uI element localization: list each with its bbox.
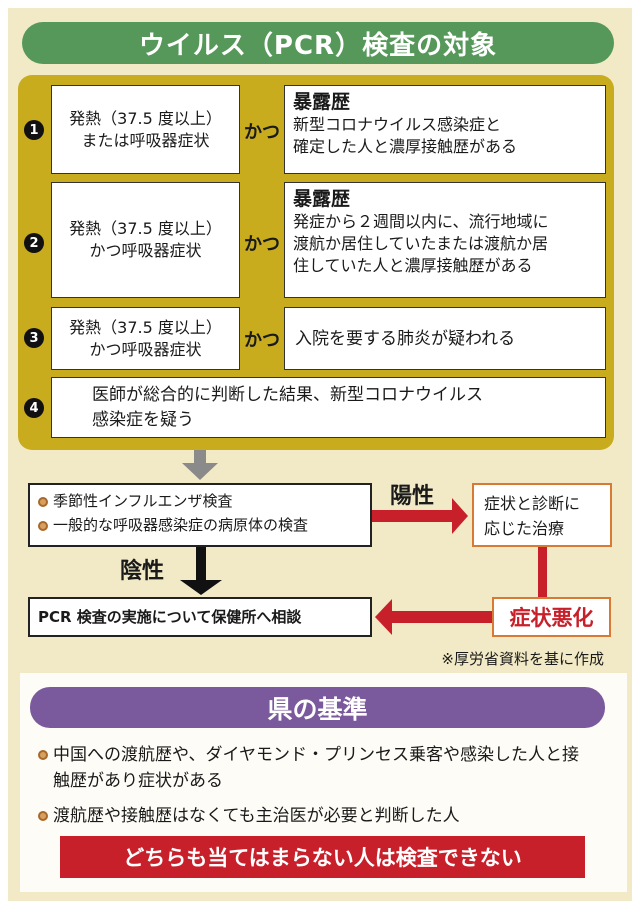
exposure-heading: 暴露歴 [293,91,351,113]
connector-and: かつ [244,122,280,143]
bullet-icon [38,750,48,760]
text-line: 応じた治療 [484,519,565,538]
text-line: 発熱（37.5 度以上） [69,317,222,337]
text-line: 入院を要する肺炎が疑われる [295,328,516,349]
main-title: ウイルス（PCR）検査の対象 [22,22,614,64]
prefecture-item: 渡航歴や接触歴はなくても主治医が必要と判断した人 [38,803,618,829]
text-line: 発症から２週間以内に、流行地域に [293,212,549,231]
text-line: 一般的な呼吸器感染症の病原体の検査 [53,516,309,534]
text-line: 症状と診断に [484,494,581,513]
connector-and: かつ [244,234,280,255]
criterion-3-symptoms: 発熱（37.5 度以上） かつ呼吸器症状 [51,307,240,370]
bullet-icon [38,811,48,821]
negative-label: 陰性 [120,559,165,584]
text-line: 季節性インフルエンザ検査 [53,492,233,510]
bullet-icon [38,521,48,531]
text-line: かつ呼吸器症状 [89,241,202,260]
text-line: 渡航歴や接触歴はなくても主治医が必要と判断した人 [53,806,460,826]
warning-banner: どちらも当てはまらない人は検査できない [60,836,585,878]
exposure-heading: 暴露歴 [293,188,351,210]
test-item: 一般的な呼吸器感染症の病原体の検査 [38,513,362,537]
text-line: かつ呼吸器症状 [89,339,202,359]
source-note: ※厚労省資料を基に作成 [441,650,604,668]
criterion-2-exposure: 暴露歴 発症から２週間以内に、流行地域に 渡航か居住していたまたは渡航か居 住し… [284,182,606,298]
text-line: または呼吸器症状 [81,130,210,150]
number-badge-4: 4 [24,398,44,418]
text-line: 渡航か居住していたまたは渡航か居 [293,234,549,253]
symptoms-worsen-box: 症状悪化 [492,597,611,637]
number-badge-2: 2 [24,233,44,253]
text-line: 確定した人と濃厚接触歴がある [293,137,518,156]
criterion-3-pneumonia: 入院を要する肺炎が疑われる [284,307,606,370]
criterion-1-exposure: 暴露歴 新型コロナウイルス感染症と 確定した人と濃厚接触歴がある [284,85,606,174]
prefecture-title: 県の基準 [30,687,605,728]
number-badge-1: 1 [24,120,44,140]
prefecture-item: 中国への渡航歴や、ダイヤモンド・プリンセス乗客や感染した人と接触歴があり症状があ… [38,742,598,794]
positive-label: 陽性 [390,484,435,509]
bullet-icon [38,497,48,507]
connector-and: かつ [244,330,280,351]
number-badge-3: 3 [24,328,44,348]
text-line: 中国への渡航歴や、ダイヤモンド・プリンセス乗客や感染した人と接触歴があり症状があ… [53,745,579,791]
criterion-1-symptoms: 発熱（37.5 度以上） または呼吸器症状 [51,85,240,174]
criterion-2-symptoms: 発熱（37.5 度以上） かつ呼吸器症状 [51,182,240,298]
consult-health-center-box: PCR 検査の実施について保健所へ相談 [28,597,372,637]
red-connector-line [538,547,547,599]
worsening-arrow [375,599,493,635]
text-line: 発熱（37.5 度以上） [69,108,222,128]
text-line: 住していた人と濃厚接触歴がある [293,256,533,275]
initial-tests-box: 季節性インフルエンザ検査 一般的な呼吸器感染症の病原体の検査 [28,483,372,547]
text-line: 医師が総合的に判断した結果、新型コロナウイルス [92,385,483,405]
text-line: 感染症を疑う [92,410,194,430]
gray-down-arrow [182,450,218,480]
positive-arrow [372,498,468,534]
text-line: 新型コロナウイルス感染症と [293,115,502,134]
treatment-box: 症状と診断に 応じた治療 [472,483,612,547]
test-item: 季節性インフルエンザ検査 [38,489,362,513]
criterion-4-doctor-judgment: 医師が総合的に判断した結果、新型コロナウイルス 感染症を疑う [51,377,606,438]
black-down-arrow [180,547,222,595]
text-line: 発熱（37.5 度以上） [69,219,222,238]
